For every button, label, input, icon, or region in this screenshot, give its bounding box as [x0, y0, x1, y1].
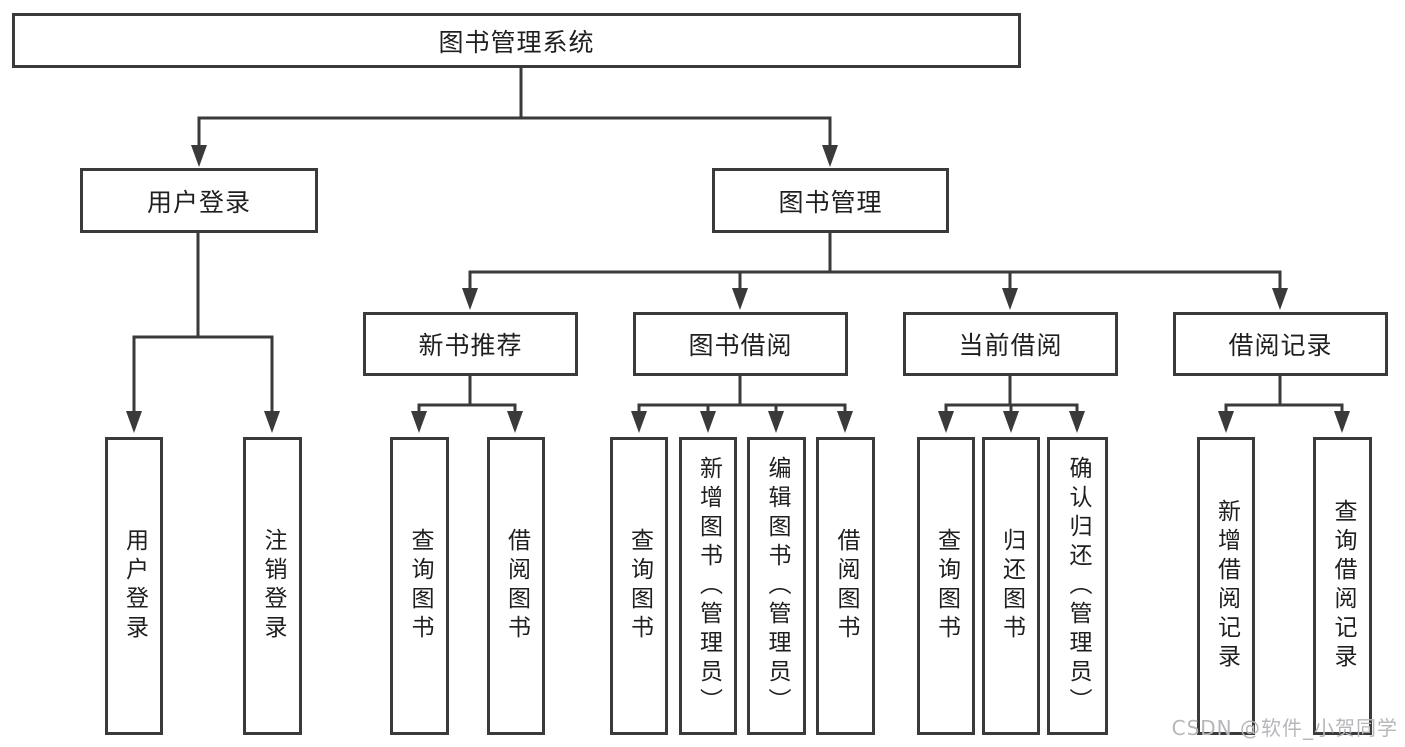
- leaf-add-borrow-record: 新增借阅记录: [1197, 437, 1255, 735]
- arrowhead-down-icon: [126, 411, 142, 433]
- leaf-confirm-return-admin: 确认归还（管理员）: [1047, 437, 1108, 735]
- connector-root-to-level2: [197, 66, 832, 151]
- leaf-query-books-borrow: 查询图书: [610, 437, 668, 735]
- connector-user-login-children: [132, 231, 274, 417]
- arrowhead-down-icon: [768, 411, 784, 433]
- leaf-return-book: 归还图书: [982, 437, 1040, 735]
- arrowhead-down-icon: [837, 411, 853, 433]
- arrowhead-down-icon: [1218, 411, 1234, 433]
- node-new-book-recommendation: 新书推荐: [363, 312, 578, 376]
- arrowhead-down-icon: [191, 145, 207, 167]
- node-book-borrowing: 图书借阅: [633, 312, 848, 376]
- connector-new-book-children: [417, 374, 517, 417]
- arrowhead-down-icon: [938, 411, 954, 433]
- arrowhead-down-icon: [700, 411, 716, 433]
- arrowhead-down-icon: [631, 411, 647, 433]
- leaf-edit-book-admin: 编辑图书（管理员）: [747, 437, 806, 735]
- arrowhead-down-icon: [822, 145, 838, 167]
- leaf-user-login: 用户登录: [105, 437, 163, 735]
- leaf-logout: 注销登录: [243, 437, 302, 735]
- watermark: CSDN @软件_小贺同学: [1171, 716, 1398, 740]
- node-borrowing-records: 借阅记录: [1173, 312, 1388, 376]
- connector-book-mgmt-sections: [468, 231, 1282, 294]
- leaf-borrow-books-recommend: 借阅图书: [487, 437, 545, 735]
- leaf-query-books-current: 查询图书: [917, 437, 975, 735]
- node-book-management: 图书管理: [712, 168, 949, 233]
- arrowhead-down-icon: [1334, 411, 1350, 433]
- arrowhead-down-icon: [1003, 411, 1019, 433]
- leaf-add-book-admin: 新增图书（管理员）: [679, 437, 737, 735]
- arrowhead-down-icon: [1002, 288, 1018, 310]
- arrowhead-down-icon: [411, 411, 427, 433]
- leaf-borrow-books-borrow: 借阅图书: [816, 437, 875, 735]
- arrowhead-down-icon: [507, 411, 523, 433]
- arrowhead-down-icon: [1272, 288, 1288, 310]
- connector-book-borrow-children: [637, 374, 847, 417]
- connector-borrow-record-children: [1224, 374, 1344, 417]
- leaf-query-books-recommend: 查询图书: [390, 437, 449, 735]
- arrowhead-down-icon: [732, 288, 748, 310]
- connector-current-borrow-children: [944, 374, 1079, 417]
- node-current-borrowing: 当前借阅: [903, 312, 1118, 376]
- node-library-management-system: 图书管理系统: [12, 13, 1021, 68]
- node-user-login: 用户登录: [80, 168, 318, 233]
- arrowhead-down-icon: [264, 411, 280, 433]
- leaf-query-borrow-record: 查询借阅记录: [1313, 437, 1372, 735]
- arrowhead-down-icon: [1069, 411, 1085, 433]
- arrowhead-down-icon: [462, 288, 478, 310]
